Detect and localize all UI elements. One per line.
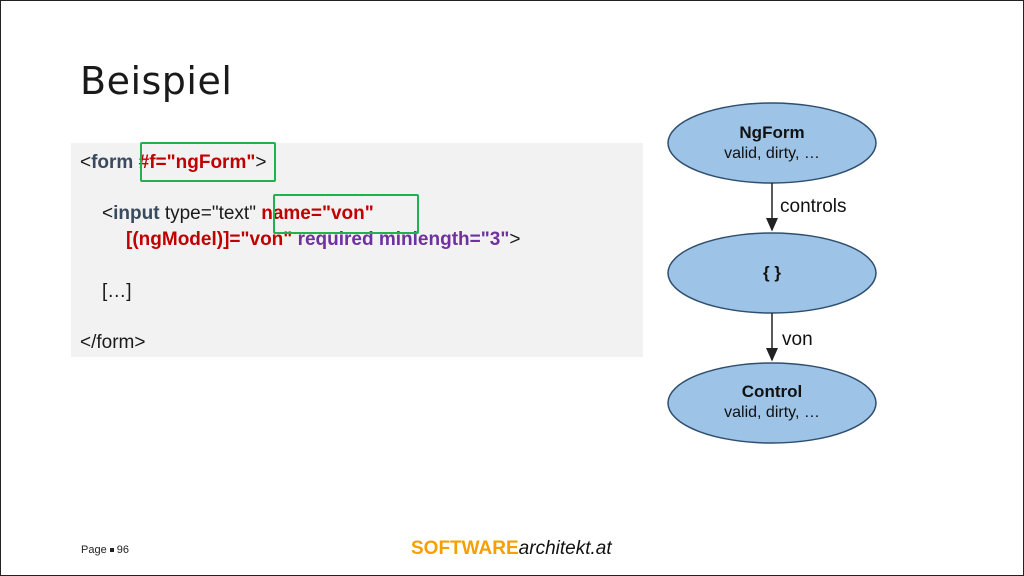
page-label: Page (81, 544, 107, 556)
brand-software: SOFTWARE (411, 538, 519, 559)
code-attr-template-ref: #f="ngForm" (138, 152, 256, 173)
node-braces: { } (672, 263, 872, 283)
code-line-form-close: </form> (80, 332, 146, 353)
code-token: < (80, 152, 92, 173)
node-control: Control valid, dirty, … (672, 382, 872, 422)
highlight-box-template-ref (140, 142, 276, 182)
slide-title: Beispiel (80, 59, 233, 103)
code-block (71, 143, 643, 357)
brand-logo: SOFTWAREarchitekt.at (411, 538, 612, 560)
edge-label-von: von (782, 329, 813, 350)
code-tag-form: form (91, 152, 134, 173)
node-ngform-subtitle: valid, dirty, … (724, 145, 820, 162)
node-control-title: Control (741, 382, 803, 401)
bullet-separator (109, 548, 114, 553)
code-attr-ngmodel: [(ngModel)]="von" (126, 229, 293, 250)
page-number-value: 96 (116, 544, 129, 556)
node-ngform-title: NgForm (739, 123, 805, 142)
code-attr-validators: required minlength="3" (297, 229, 510, 250)
code-tag-input: input (113, 203, 160, 224)
code-attr-name: name="von" (261, 203, 374, 224)
highlight-box-name-attr (273, 194, 419, 234)
code-line-ngmodel: [(ngModel)]="von" required minlength="3"… (126, 229, 520, 251)
page-number: Page 96 (81, 544, 129, 556)
code-line-form-open: <form #f="ngForm"> (80, 152, 266, 174)
code-token: > (255, 152, 267, 173)
node-ngform: NgForm valid, dirty, … (672, 123, 872, 163)
code-token: < (102, 203, 114, 224)
node-control-subtitle: valid, dirty, … (724, 404, 820, 421)
code-line-input: <input type="text" name="von" (102, 203, 374, 225)
code-token: > (509, 229, 521, 250)
brand-architekt: architekt.at (518, 538, 612, 559)
code-line-ellipsis: […] (102, 281, 132, 302)
code-token: type="text" (159, 203, 262, 224)
node-braces-title: { } (763, 263, 781, 282)
edge-label-controls: controls (780, 196, 847, 217)
